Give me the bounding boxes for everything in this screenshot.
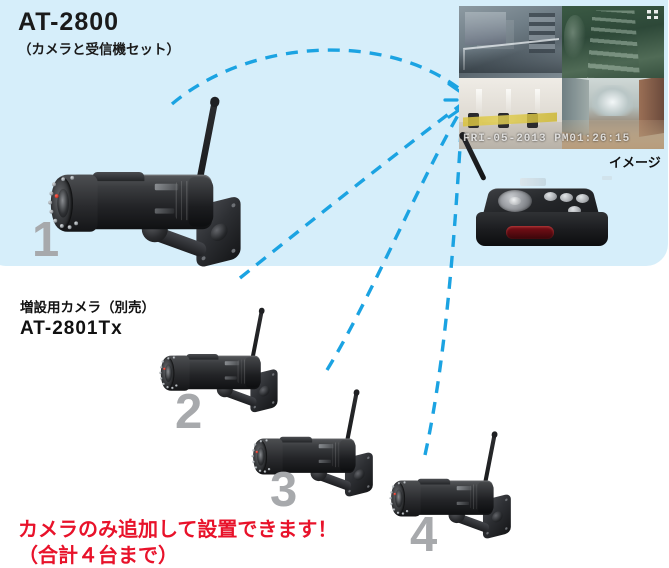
camera-number-2: 2 <box>175 385 203 439</box>
camera-brand-logo <box>456 486 472 491</box>
camera-rear-cap <box>478 482 494 514</box>
camera-heat-fins <box>237 359 249 384</box>
camera-status-led <box>163 367 166 371</box>
camera-top-ridge <box>279 436 313 443</box>
camera-lens-glass <box>57 188 69 218</box>
camera-heat-fins <box>469 484 482 510</box>
camera-number-1: 1 <box>32 213 60 267</box>
callout-line-1: カメラのみ追加して設置できます！ <box>18 519 338 541</box>
monitor-view-bottom-left <box>459 77 562 149</box>
monitor-view-bottom-right <box>561 77 664 149</box>
camera-top-ridge <box>186 354 219 360</box>
addon-camera-model: AT-2801Tx <box>20 318 123 339</box>
receiver-button-1[interactable] <box>544 192 557 201</box>
receiver-unit <box>461 135 620 255</box>
camera-top-ridge <box>92 172 145 182</box>
camera-number-4: 4 <box>410 508 438 562</box>
camera-rear-cap <box>188 177 214 227</box>
camera-model-logo <box>154 208 175 214</box>
receiver-button-3[interactable] <box>576 194 589 203</box>
monitor-view-top-left <box>459 6 562 78</box>
camera-heat-fins <box>331 442 344 468</box>
camera-lens-glass <box>395 489 403 508</box>
monitor-timestamp: FRI-05-2013 PM01:26:15 <box>463 133 631 145</box>
camera-rear-cap <box>340 440 356 472</box>
camera-status-led <box>393 492 397 496</box>
camera-model-logo <box>318 459 332 464</box>
monitor-quad-view: FRI-05-2013 PM01:26:15 <box>459 6 664 149</box>
camera-number-3: 3 <box>270 463 298 517</box>
receiver-side-label <box>602 176 612 180</box>
monitor-caption: イメージ <box>609 155 661 170</box>
camera-brand-logo <box>318 444 334 449</box>
callout-line-2: （合計４台まで） <box>18 545 178 567</box>
receiver-brand-logo <box>520 178 546 186</box>
camera-top-ridge <box>417 478 451 485</box>
addon-camera-label: 増設用カメラ（別売） <box>20 300 155 315</box>
camera-status-led <box>54 194 60 199</box>
signal-burst-icon <box>443 82 461 119</box>
camera-status-led <box>255 450 259 454</box>
quad-view-icon <box>647 10 658 19</box>
monitor-view-top-right <box>561 6 664 78</box>
camera-brand-logo <box>154 183 179 191</box>
camera-lens-glass <box>164 364 172 382</box>
receiver-button-4[interactable] <box>568 206 581 215</box>
receiver-front-face <box>476 212 608 246</box>
receiver-button-2[interactable] <box>560 193 573 202</box>
camera-model-logo <box>456 501 470 506</box>
product-title: AT-2800 <box>18 8 120 36</box>
camera-rear-cap <box>245 357 261 388</box>
camera-lens-glass <box>257 447 265 466</box>
receiver-dpad[interactable] <box>498 190 532 212</box>
camera-model-logo <box>224 376 237 380</box>
camera-brand-logo <box>224 361 240 366</box>
product-subtitle: （カメラと受信機セット） <box>18 42 180 57</box>
